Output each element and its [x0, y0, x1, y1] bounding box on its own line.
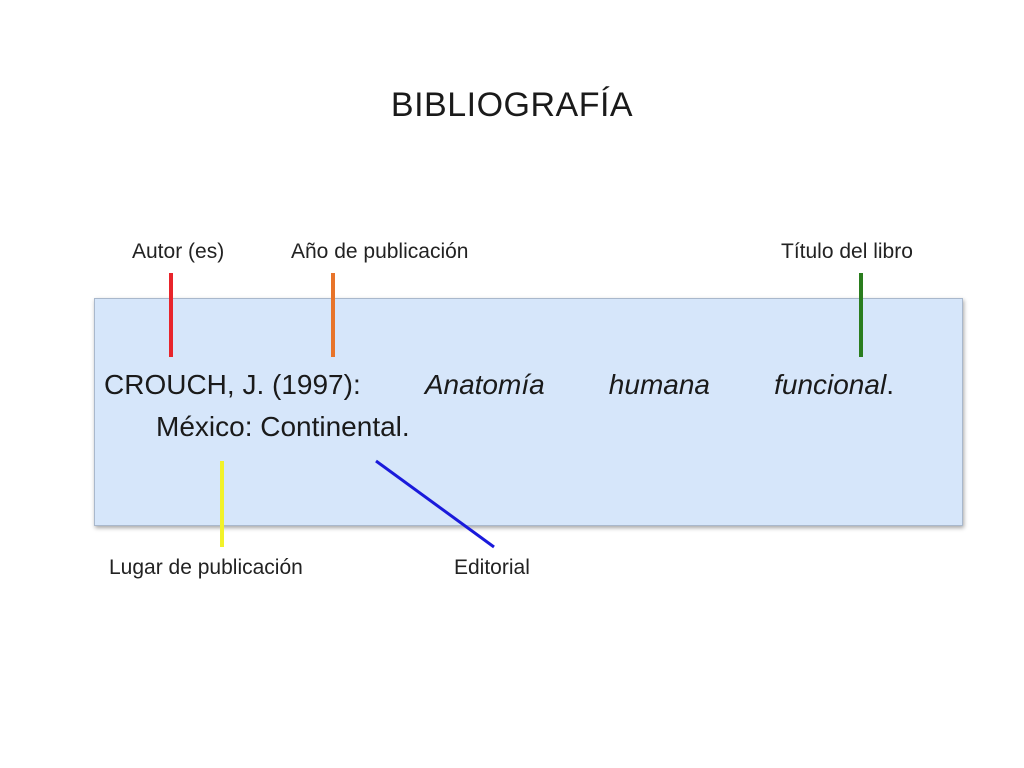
citation-box	[94, 298, 963, 526]
citation-author-year: CROUCH, J. (1997):	[104, 369, 361, 400]
citation-title-word-3: funcional	[774, 369, 887, 400]
label-place-of-publication: Lugar de publicación	[109, 556, 303, 579]
citation-line-2: México: Continental.	[156, 411, 410, 442]
label-book-title: Título del libro	[781, 240, 913, 263]
label-publication-year: Año de publicación	[291, 240, 469, 263]
label-author: Autor (es)	[132, 240, 225, 263]
citation-title-word-2: humana	[608, 369, 710, 400]
citation-text: CROUCH, J. (1997): Anatomía humana funci…	[104, 364, 894, 448]
citation-line-1: CROUCH, J. (1997): Anatomía humana funci…	[104, 364, 894, 406]
citation-title-word-3-group: funcional.	[774, 364, 894, 406]
citation-title-period: .	[886, 369, 894, 400]
connector-publisher	[375, 459, 495, 549]
page-title: BIBLIOGRAFÍA	[390, 86, 634, 124]
citation-title-word-1: Anatomía	[424, 369, 545, 400]
label-publisher: Editorial	[454, 556, 530, 579]
